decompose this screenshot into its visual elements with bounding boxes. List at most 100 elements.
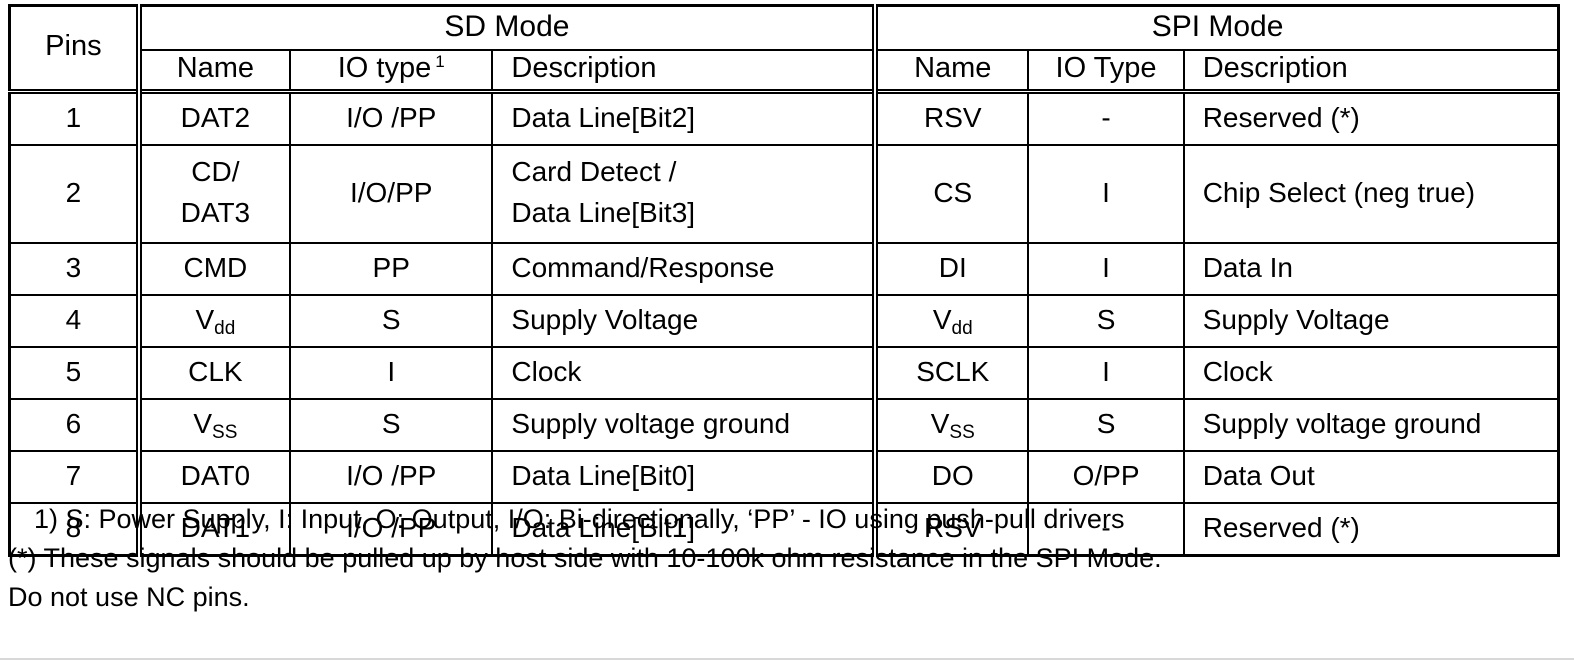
cell-spi-io-type: S — [1027, 397, 1185, 452]
cell-sd-name: CLK — [137, 345, 292, 400]
cell-pin-number: 8 — [8, 501, 142, 557]
cell-pin-number: 6 — [8, 397, 142, 452]
cell-text: CLK — [188, 355, 243, 387]
cell-spi-name: SCLK — [872, 345, 1030, 400]
cell-spi-name: DI — [872, 241, 1030, 296]
column-header-pins: Pins — [8, 4, 142, 94]
cell-spi-name: Vdd — [872, 293, 1030, 348]
cell-spi-description: Clock — [1182, 345, 1560, 400]
cell-sd-io-type: I/O /PP — [289, 501, 494, 557]
cell-sd-description: Supply Voltage — [491, 293, 877, 348]
cell-spi-description: Supply voltage ground — [1182, 397, 1560, 452]
cell-spi-name: RSV — [872, 501, 1030, 557]
column-header-spi-description: Description — [1182, 49, 1560, 94]
cell-spi-name: RSV — [872, 90, 1030, 146]
cell-text: Data Line[Bit2] — [511, 101, 696, 133]
cell-sd-name: VSS — [137, 397, 292, 452]
cell-spi-io-type: S — [1027, 293, 1185, 348]
table-row: 1 DAT2 I/O /PP Data Line[Bit2] RSV -Reserved … — [8, 90, 1560, 146]
cell-text: Clock — [1202, 355, 1273, 387]
cell-sd-io-type: I/O /PP — [289, 90, 494, 146]
cell-spi-io-type: I — [1027, 143, 1185, 244]
header-row-groups: Pins SD Mode SPI Mode — [8, 4, 1560, 94]
cell-text: Data In — [1202, 251, 1293, 283]
cell-pin-number: 7 — [8, 449, 142, 504]
cell-spi-io-type: - — [1027, 501, 1185, 557]
column-header-spi-io-type: IO Type — [1027, 49, 1185, 94]
cell-sd-name: Vdd — [137, 293, 292, 348]
cell-text: VSS — [930, 407, 975, 443]
cell-sd-description: Data Line[Bit2] — [491, 90, 877, 146]
cell-text: CS — [933, 176, 973, 208]
cell-sd-name: CMD — [137, 241, 292, 296]
cell-text: Supply Voltage — [1202, 303, 1390, 335]
cell-sd-name: DAT0 — [137, 449, 292, 504]
cell-sd-description: Data Line[Bit1] — [491, 501, 877, 557]
cell-sd-io-type: I/O /PP — [289, 449, 494, 504]
group-header-sd-mode: SD Mode — [137, 4, 877, 52]
cell-sd-io-type: S — [289, 397, 494, 452]
cell-text: SCLK — [916, 355, 990, 387]
cell-text: Card Detect / — [511, 156, 677, 188]
cell-text: DI — [938, 251, 967, 283]
cell-text: Supply voltage ground — [511, 407, 791, 439]
cell-text: Data Line[Bit3] — [511, 196, 696, 228]
cell-text: Data Line[Bit1] — [511, 511, 696, 543]
cell-sd-description: Data Line[Bit0] — [491, 449, 877, 504]
cell-spi-description: Supply Voltage — [1182, 293, 1560, 348]
cell-text: RSV — [923, 511, 982, 543]
footnote-pullup: (*) These signals should be pulled up by… — [8, 543, 1162, 573]
cell-text: Vdd — [932, 303, 973, 339]
cell-spi-description: Reserved (*) — [1182, 501, 1560, 557]
cell-text: CMD — [183, 251, 248, 283]
column-header-sd-name: Name — [137, 49, 292, 94]
page-bottom-rule — [0, 658, 1574, 660]
cell-text: RSV — [923, 101, 982, 133]
subscript: SS — [949, 421, 975, 443]
sd-io-type-label: IO type — [337, 52, 432, 85]
footnote-io-legend: 1) S: Power Supply, I: Input, O: Output,… — [34, 504, 1125, 534]
cell-spi-name: DO — [872, 449, 1030, 504]
subscript: dd — [951, 317, 973, 339]
cell-spi-io-type: O/PP — [1027, 449, 1185, 504]
cell-sd-name: DAT2 — [137, 90, 292, 146]
cell-pin-number: 2 — [8, 143, 142, 244]
cell-sd-name: DAT1 — [137, 501, 292, 557]
group-header-spi-mode: SPI Mode — [872, 4, 1560, 52]
cell-sd-name: CD/DAT3 — [137, 143, 292, 244]
cell-pin-number: 3 — [8, 241, 142, 296]
cell-pin-number: 1 — [8, 90, 142, 146]
cell-text: Reserved (*) — [1202, 511, 1360, 543]
cell-spi-description: Reserved (*) — [1182, 90, 1560, 146]
cell-text: DO — [931, 459, 974, 491]
table-notes: 1) S: Power Supply, I: Input, O: Output,… — [8, 506, 1568, 623]
cell-spi-description: Data In — [1182, 241, 1560, 296]
cell-sd-io-type: I/O/PP — [289, 143, 494, 244]
cell-text: Data Line[Bit0] — [511, 459, 696, 491]
cell-text: Supply voltage ground — [1202, 407, 1482, 439]
cell-text: Supply Voltage — [511, 303, 699, 335]
cell-spi-io-type: - — [1027, 90, 1185, 146]
column-header-spi-name: Name — [872, 49, 1030, 94]
cell-text: Command/Response — [511, 251, 775, 283]
cell-pin-number: 5 — [8, 345, 142, 400]
cell-text: DAT3 — [180, 196, 251, 228]
footnote-nc-pins: Do not use NC pins. — [8, 582, 250, 612]
subscript: dd — [214, 317, 236, 339]
cell-spi-description: Data Out — [1182, 449, 1560, 504]
cell-spi-name: VSS — [872, 397, 1030, 452]
cell-sd-description: Supply voltage ground — [491, 397, 877, 452]
cell-text: DAT2 — [180, 101, 251, 133]
